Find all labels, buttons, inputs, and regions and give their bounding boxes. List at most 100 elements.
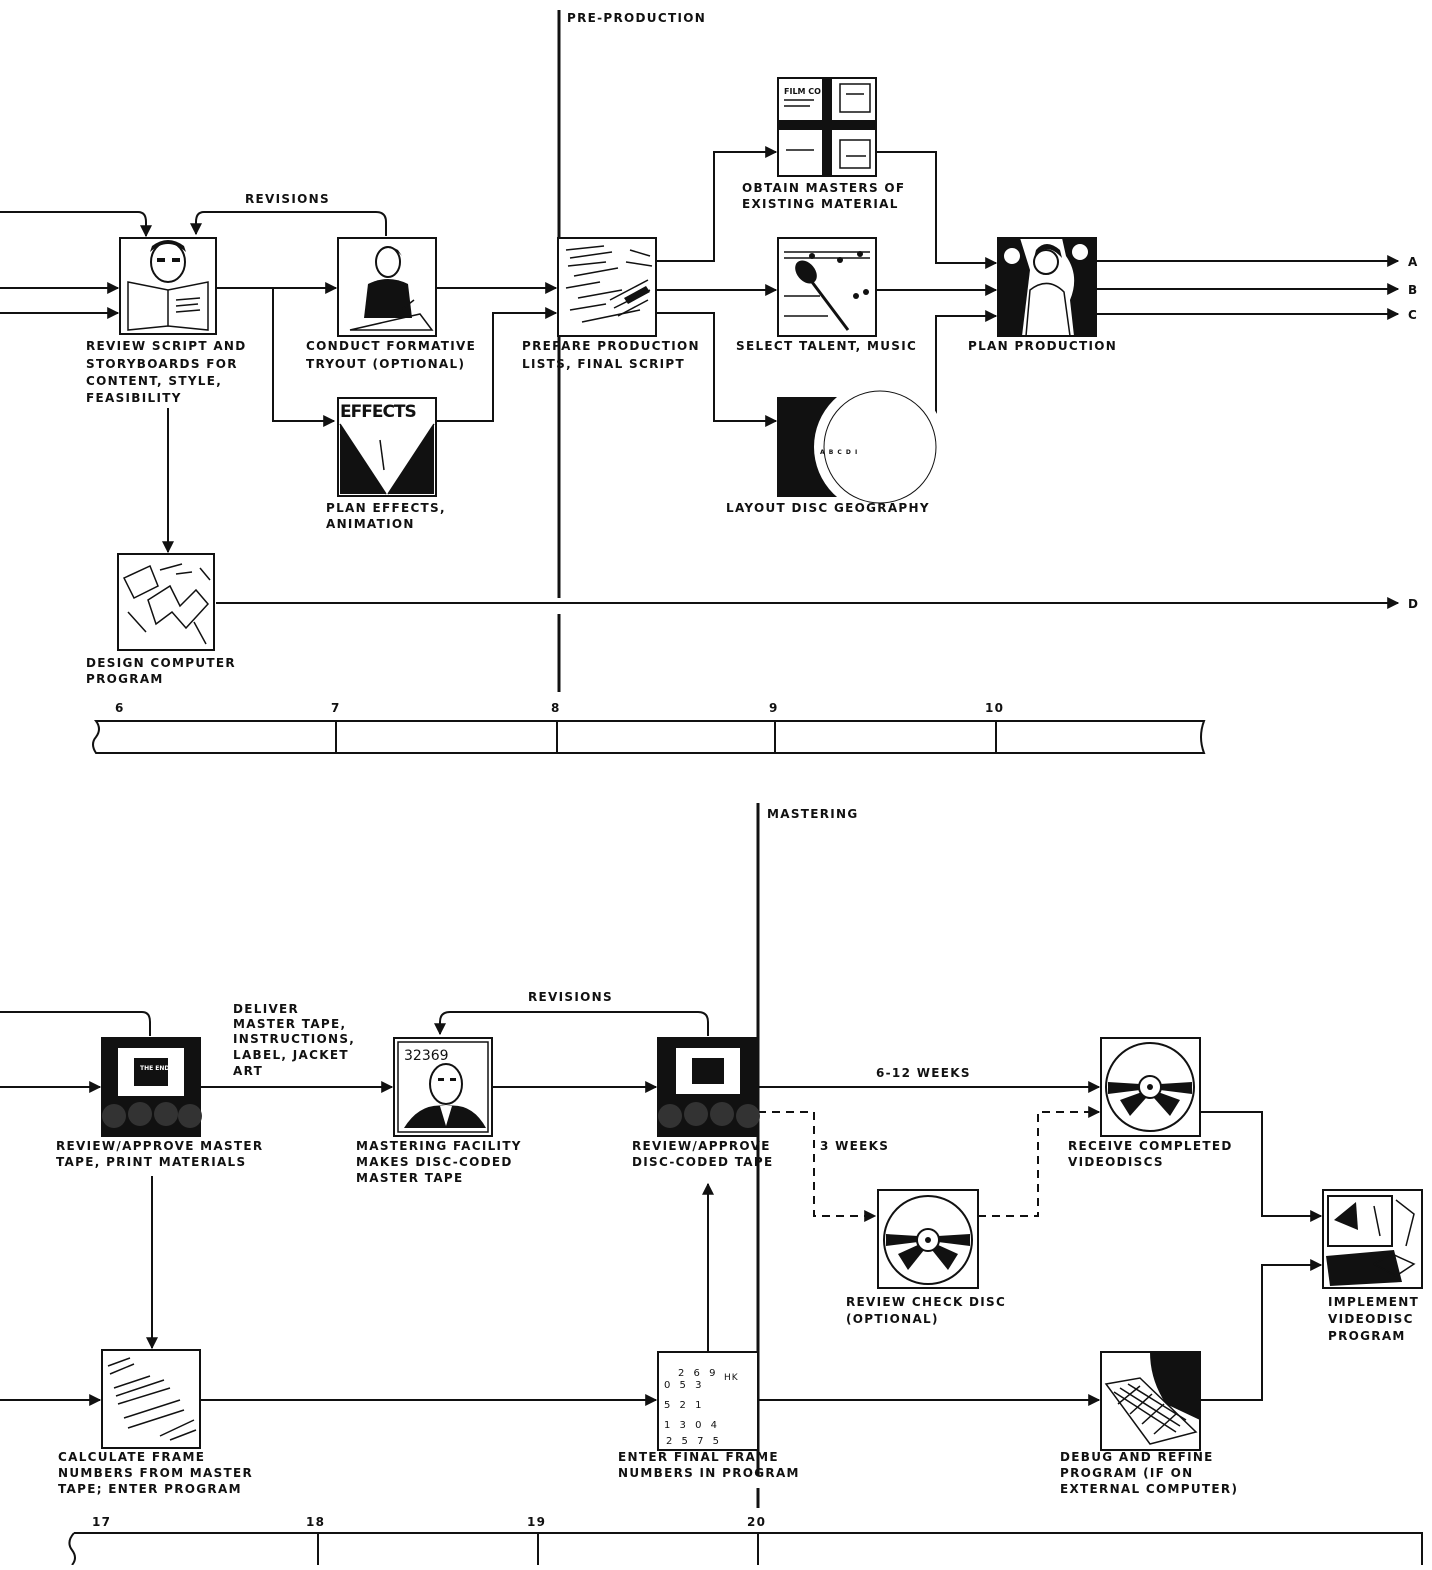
calculate-label: CALCULATE FRAME NUMBERS FROM MASTER TAPE…	[58, 1450, 253, 1496]
output-label-a: A	[1408, 255, 1419, 269]
step-debug-program: DEBUG AND REFINE PROGRAM (IF ON EXTERNAL…	[1060, 1352, 1238, 1496]
bottom-section: MASTERING REVISIONS DELIVER MASTER TAPE,…	[0, 803, 1422, 1565]
svg-text:EFFECTS: EFFECTS	[340, 402, 416, 422]
svg-text:PLAN EFFECTS,: PLAN EFFECTS,	[326, 501, 446, 515]
debug-label: DEBUG AND REFINE PROGRAM (IF ON EXTERNAL…	[1060, 1450, 1238, 1496]
approve-master-label: REVIEW/APPROVE MASTER TAPE, PRINT MATERI…	[56, 1139, 263, 1169]
review-script-label: REVIEW SCRIPT AND STORYBOARDS FOR CONTEN…	[86, 339, 247, 405]
svg-text:2 5 7 5: 2 5 7 5	[666, 1436, 722, 1447]
top-section: PRE-PRODUCTION REVISIONS A B C D	[0, 10, 1419, 753]
svg-text:DEBUG AND REFINE: DEBUG AND REFINE	[1060, 1450, 1214, 1464]
disc-closeup-icon: A B C D I	[778, 381, 946, 513]
timeline-top-tick-6: 6	[115, 701, 125, 715]
svg-text:EXTERNAL COMPUTER): EXTERNAL COMPUTER)	[1060, 1482, 1238, 1496]
svg-text:INSTRUCTIONS,: INSTRUCTIONS,	[233, 1032, 355, 1046]
timeline-top-tick-8: 8	[551, 701, 561, 715]
output-label-c: C	[1408, 308, 1418, 322]
timeline-top-tick-7: 7	[331, 701, 341, 715]
svg-text:CALCULATE FRAME: CALCULATE FRAME	[58, 1450, 205, 1464]
timeline-bottom: 17 18 19 20	[69, 1515, 1422, 1565]
svg-text:DELIVER: DELIVER	[233, 1002, 299, 1016]
mastering-facility-label: MASTERING FACILITY MAKES DISC-CODED MAST…	[356, 1139, 522, 1185]
output-label-b: B	[1408, 283, 1418, 297]
audience-screen-icon-2	[658, 1038, 760, 1136]
step-enter-frames: 0 5 3 2 6 9 5 2 1 1 3 0 4 2 5 7 5 HK ENT…	[618, 1352, 800, 1480]
phase-label-preproduction: PRE-PRODUCTION	[567, 11, 706, 25]
svg-text:VIDEODISCS: VIDEODISCS	[1068, 1155, 1164, 1169]
step-review-script: REVIEW SCRIPT AND STORYBOARDS FOR CONTEN…	[86, 238, 247, 405]
svg-text:CONDUCT FORMATIVE: CONDUCT FORMATIVE	[306, 339, 476, 353]
svg-text:REVIEW/APPROVE: REVIEW/APPROVE	[632, 1139, 771, 1153]
step-obtain-masters: FILM CO OBTAIN MASTERS OF EXISTING MATER…	[742, 78, 905, 211]
svg-text:DESIGN COMPUTER: DESIGN COMPUTER	[86, 656, 236, 670]
step-mastering-facility: 32369 MASTERING FACILITY MAKES DISC-CODE…	[356, 1038, 522, 1185]
step-prepare-production: PREPARE PRODUCTION LISTS, FINAL SCRIPT	[522, 238, 700, 371]
step-implement: IMPLEMENT VIDEODISC PROGRAM	[1323, 1190, 1422, 1343]
svg-text:OBTAIN MASTERS OF: OBTAIN MASTERS OF	[742, 181, 905, 195]
audience-screen-icon: THE END	[102, 1038, 202, 1136]
svg-text:MASTERING FACILITY: MASTERING FACILITY	[356, 1139, 522, 1153]
revisions-label-bottom: REVISIONS	[528, 990, 613, 1004]
svg-text:0 5 3: 0 5 3	[664, 1380, 704, 1391]
incoming-arrow-b1	[0, 1012, 150, 1036]
svg-text:PROGRAM (IF ON: PROGRAM (IF ON	[1060, 1466, 1194, 1480]
svg-text:PROGRAM: PROGRAM	[1328, 1329, 1406, 1343]
effects-label: PLAN EFFECTS, ANIMATION	[326, 501, 446, 531]
svg-text:5 2 1: 5 2 1	[664, 1400, 704, 1411]
svg-text:REVIEW SCRIPT AND: REVIEW SCRIPT AND	[86, 339, 247, 353]
step-select-talent: SELECT TALENT, MUSIC	[736, 238, 917, 353]
svg-text:32369: 32369	[404, 1048, 449, 1064]
timeline-top-tick-10: 10	[985, 701, 1004, 715]
revisions-label-top: REVISIONS	[245, 192, 330, 206]
svg-text:MAKES DISC-CODED: MAKES DISC-CODED	[356, 1155, 513, 1169]
incoming-arrow-1	[0, 212, 146, 236]
svg-text:(OPTIONAL): (OPTIONAL)	[846, 1312, 939, 1326]
masters-label: OBTAIN MASTERS OF EXISTING MATERIAL	[742, 181, 905, 211]
prepare-label: PREPARE PRODUCTION LISTS, FINAL SCRIPT	[522, 339, 700, 371]
svg-text:REVIEW CHECK DISC: REVIEW CHECK DISC	[846, 1295, 1006, 1309]
svg-text:SELECT TALENT, MUSIC: SELECT TALENT, MUSIC	[736, 339, 917, 353]
timeline-top: 6 7 8 9 10	[93, 701, 1204, 753]
svg-text:2 6 9: 2 6 9	[678, 1368, 718, 1379]
step-plan-effects: EFFECTS PLAN EFFECTS, ANIMATION	[326, 398, 446, 531]
svg-text:ANIMATION: ANIMATION	[326, 517, 415, 531]
step-layout-disc: A B C D I LAYOUT DISC GEOGRAPHY	[726, 381, 946, 515]
step-calculate-frames: CALCULATE FRAME NUMBERS FROM MASTER TAPE…	[58, 1350, 253, 1496]
check-disc-label: REVIEW CHECK DISC (OPTIONAL)	[846, 1295, 1006, 1326]
svg-text:DISC-CODED TAPE: DISC-CODED TAPE	[632, 1155, 773, 1169]
output-label-d: D	[1408, 597, 1419, 611]
timeline-bottom-band	[69, 1533, 1422, 1565]
svg-text:FILM CO: FILM CO	[784, 87, 821, 96]
step-design-program: DESIGN COMPUTER PROGRAM	[86, 554, 236, 686]
svg-text:LABEL, JACKET: LABEL, JACKET	[233, 1048, 349, 1062]
svg-text:1 3 0 4: 1 3 0 4	[664, 1420, 720, 1431]
svg-text:EXISTING MATERIAL: EXISTING MATERIAL	[742, 197, 899, 211]
svg-text:PROGRAM: PROGRAM	[86, 672, 164, 686]
weeks-long-label: 6-12 WEEKS	[876, 1066, 971, 1080]
svg-text:VIDEODISC: VIDEODISC	[1328, 1312, 1414, 1326]
svg-text:RECEIVE COMPLETED: RECEIVE COMPLETED	[1068, 1139, 1233, 1153]
svg-text:FEASIBILITY: FEASIBILITY	[86, 391, 182, 405]
svg-text:LAYOUT DISC GEOGRAPHY: LAYOUT DISC GEOGRAPHY	[726, 501, 930, 515]
calculate-illustration	[102, 1350, 200, 1448]
svg-text:LISTS, FINAL SCRIPT: LISTS, FINAL SCRIPT	[522, 357, 685, 371]
svg-text:REVIEW/APPROVE MASTER: REVIEW/APPROVE MASTER	[56, 1139, 263, 1153]
timeline-bottom-tick-19: 19	[527, 1515, 546, 1529]
svg-text:CONTENT, STYLE,: CONTENT, STYLE,	[86, 374, 222, 388]
svg-text:MASTER TAPE: MASTER TAPE	[356, 1171, 464, 1185]
svg-text:NUMBERS FROM MASTER: NUMBERS FROM MASTER	[58, 1466, 253, 1480]
videodisc-icon	[1106, 1043, 1194, 1131]
svg-text:THE END: THE END	[140, 1065, 169, 1072]
svg-text:IMPLEMENT: IMPLEMENT	[1328, 1295, 1419, 1309]
formative-label: CONDUCT FORMATIVE TRYOUT (OPTIONAL)	[306, 339, 476, 371]
svg-text:TAPE, PRINT MATERIALS: TAPE, PRINT MATERIALS	[56, 1155, 246, 1169]
deliver-label: DELIVER MASTER TAPE, INSTRUCTIONS, LABEL…	[233, 1002, 355, 1078]
step-check-disc: REVIEW CHECK DISC (OPTIONAL)	[846, 1190, 1006, 1326]
timeline-top-band	[93, 721, 1204, 753]
timeline-bottom-tick-18: 18	[306, 1515, 325, 1529]
phase-label-mastering: MASTERING	[767, 807, 859, 821]
svg-text:PLAN PRODUCTION: PLAN PRODUCTION	[968, 339, 1117, 353]
svg-text:HK: HK	[724, 1373, 739, 1383]
receive-label: RECEIVE COMPLETED VIDEODISCS	[1068, 1139, 1233, 1169]
